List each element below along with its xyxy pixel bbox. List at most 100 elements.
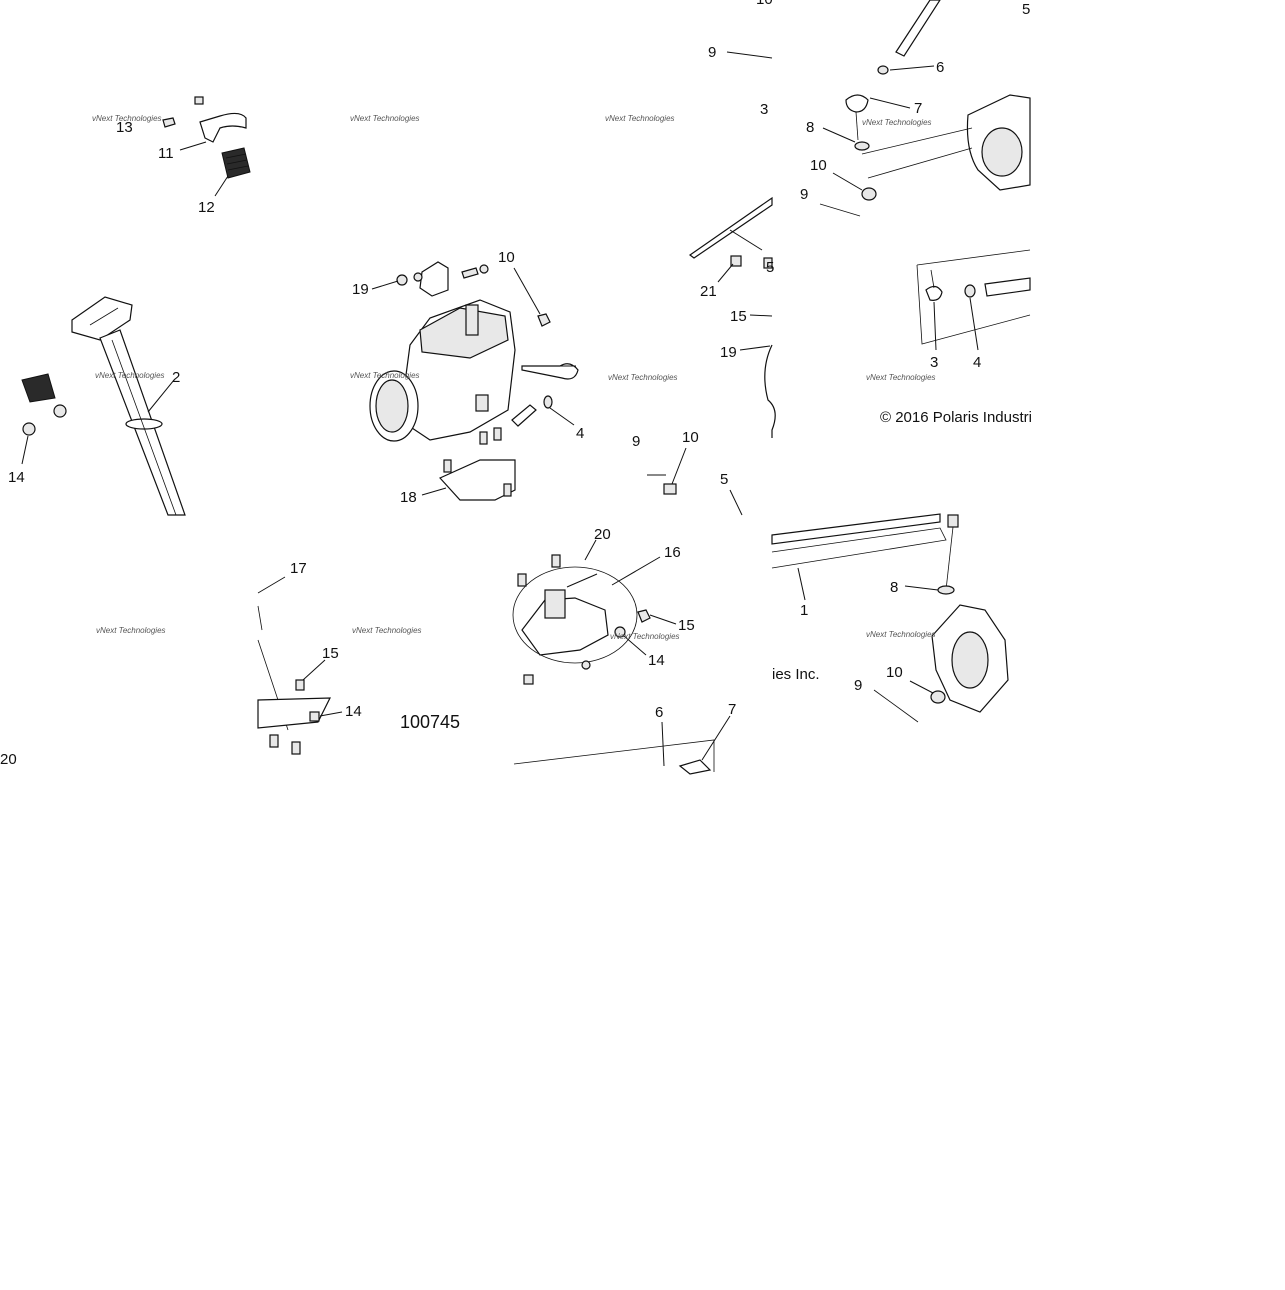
callout-2: 2 xyxy=(172,369,180,386)
callout-10a: 10 xyxy=(498,249,515,266)
power-steering-unit-group xyxy=(369,261,579,501)
knuckle-bore-lower xyxy=(951,631,989,689)
nut-part xyxy=(53,404,67,418)
callout-21: 21 xyxy=(700,283,717,300)
watermark-9: vNext Technologies xyxy=(96,626,166,635)
callout-15a: 15 xyxy=(730,308,747,325)
rack-tube-part xyxy=(771,513,941,545)
nut-part-10 xyxy=(663,483,677,495)
callout-18: 18 xyxy=(400,489,417,506)
washer-part xyxy=(479,264,489,274)
callout-14a: 14 xyxy=(8,469,25,486)
clamp-bolt-part xyxy=(162,117,176,128)
castle-nut-part-lower xyxy=(930,690,946,704)
callout-5a: 5 xyxy=(766,259,774,276)
tie-rod-end-detail-part xyxy=(925,285,943,301)
fitting-part-21 xyxy=(730,255,742,267)
detail-oval xyxy=(512,566,638,664)
tie-rod-end-part xyxy=(521,363,579,380)
callout-15b: 15 xyxy=(322,645,339,662)
bolt-part-a xyxy=(443,459,452,473)
watermark-8: vNext Technologies xyxy=(866,373,936,382)
callout-7b: 7 xyxy=(728,701,736,718)
watermark-12: vNext Technologies xyxy=(866,630,936,639)
watermark-4: vNext Technologies xyxy=(862,118,932,127)
callout-6a: 6 xyxy=(936,59,944,76)
shaft-part xyxy=(511,404,537,427)
washer-part-8 xyxy=(854,141,870,151)
callout-19a: 19 xyxy=(352,281,369,298)
callout-12: 12 xyxy=(198,199,215,216)
callout-9c: 9 xyxy=(800,186,808,203)
callout-19b: 19 xyxy=(720,344,737,361)
mount-plate-part xyxy=(439,459,516,501)
callout-16: 16 xyxy=(664,544,681,561)
callout-20a: 20 xyxy=(0,751,17,768)
watermark-11: vNext Technologies xyxy=(610,632,680,641)
knuckle-bore-part xyxy=(981,127,1023,177)
lower-detail-box xyxy=(513,739,715,772)
callout-9b: 9 xyxy=(632,433,640,450)
bolt-part-d xyxy=(503,483,512,497)
clamp-group xyxy=(162,96,251,179)
tie-rod-detail-part xyxy=(984,277,1031,297)
watermark-2: vNext Technologies xyxy=(350,114,420,123)
callout-7a: 7 xyxy=(914,100,922,117)
column-collar-part xyxy=(125,418,163,430)
callout-9d: 9 xyxy=(854,677,862,694)
nut-part-lower xyxy=(22,422,36,436)
small-nut-part xyxy=(543,395,553,409)
callout-13: 13 xyxy=(116,119,133,136)
column-mount-plate-part xyxy=(71,296,133,341)
copyright-fragment: ies Inc. xyxy=(772,666,820,683)
nut-part-top xyxy=(413,272,423,282)
bracket-boss-part xyxy=(544,589,566,619)
bolt-part-lower-a xyxy=(269,734,279,748)
eps-input-shaft-part xyxy=(465,304,479,336)
figure-number: 100745 xyxy=(400,712,460,732)
washer-part-8b xyxy=(937,585,955,595)
watermark-10: vNext Technologies xyxy=(352,626,422,635)
tie-rod-tube-part xyxy=(688,196,773,259)
callout-1: 1 xyxy=(800,602,808,619)
clamp-part-right xyxy=(764,344,776,438)
watermark-7: vNext Technologies xyxy=(608,373,678,382)
jam-nut-detail-part xyxy=(964,284,976,298)
callout-3b: 3 xyxy=(930,354,938,371)
nut-part-14-right xyxy=(614,626,626,638)
fitting-part-right xyxy=(763,257,773,269)
watermark-5: vNext Technologies xyxy=(95,371,165,380)
bolt-part-top xyxy=(461,267,479,279)
callout-5c: 5 xyxy=(1022,1,1030,18)
bolt-part-left-b xyxy=(517,573,527,587)
callout-10c: 10 xyxy=(682,429,699,446)
steering-column-group xyxy=(71,296,186,516)
callout-15c: 15 xyxy=(678,617,695,634)
eps-cover-part xyxy=(419,307,509,359)
clamp-part xyxy=(199,112,247,143)
eps-bracket-part xyxy=(419,261,449,297)
copyright-text: © 2016 Polaris Industri xyxy=(880,409,1032,426)
callout-14c: 14 xyxy=(648,652,665,669)
boot-part-left xyxy=(21,373,56,403)
rack-box xyxy=(771,527,947,569)
callout-14b: 14 xyxy=(345,703,362,720)
callout-5b: 5 xyxy=(720,471,728,488)
tie-rod-end-part-top xyxy=(845,94,869,113)
detail-box-part xyxy=(916,249,1031,345)
nut-part-right xyxy=(537,313,551,327)
callout-17: 17 xyxy=(290,560,307,577)
callout-20b: 20 xyxy=(594,526,611,543)
callout-11: 11 xyxy=(158,145,174,162)
bolt-part-bottom xyxy=(523,674,534,685)
bolt-part xyxy=(194,96,204,105)
watermark-6: vNext Technologies xyxy=(350,371,420,380)
watermark-3: vNext Technologies xyxy=(605,114,675,123)
jam-nut-part xyxy=(877,65,889,75)
callout-8b: 8 xyxy=(890,579,898,596)
callout-3a: 3 xyxy=(760,101,768,118)
eps-output-shaft-part xyxy=(475,394,489,412)
callout-4b: 4 xyxy=(973,354,981,371)
callout-10b: 10 xyxy=(756,0,773,8)
